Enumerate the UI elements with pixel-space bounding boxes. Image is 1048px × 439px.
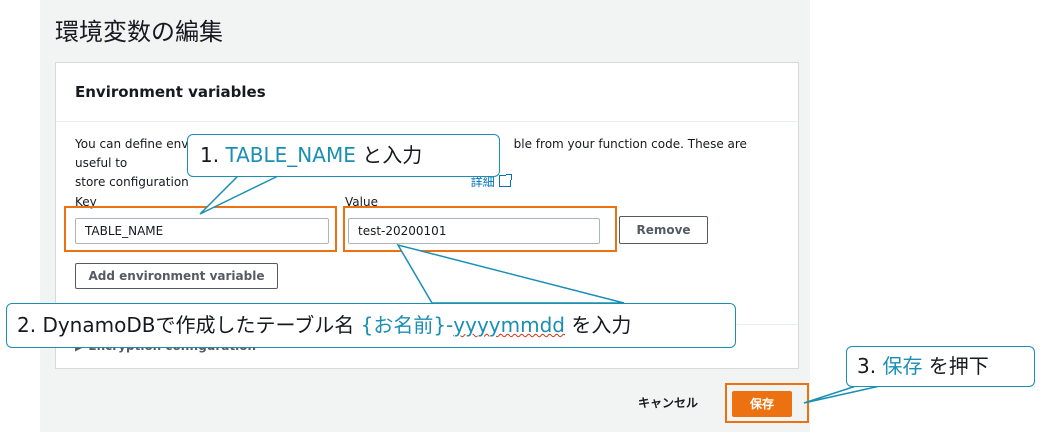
- callout-3-prefix: 3.: [857, 354, 883, 378]
- save-button[interactable]: 保存: [732, 391, 792, 417]
- value-highlight-box: [343, 206, 617, 252]
- external-link-icon: [498, 174, 512, 187]
- callout-2-accent-a: {お名前}-: [360, 313, 454, 337]
- panel-header: Environment variables: [56, 63, 798, 122]
- callout-2-accent-b: yyyymmdd: [453, 313, 565, 337]
- description-text-1b: ble from your function code. These are u…: [75, 137, 747, 170]
- callout-3-accent: 保存: [882, 354, 923, 378]
- callout-1-suffix: と入力: [355, 143, 423, 167]
- add-environment-variable-button[interactable]: Add environment variable: [75, 263, 278, 289]
- panel-title: Environment variables: [75, 83, 266, 101]
- remove-button[interactable]: Remove: [619, 216, 708, 244]
- key-input[interactable]: TABLE_NAME: [75, 218, 329, 244]
- value-label: Value: [345, 195, 378, 209]
- description-text-2a: store configuration: [75, 175, 189, 189]
- callout-2: 2. DynamoDBで作成したテーブル名 {お名前}-yyyymmdd を入力: [6, 303, 736, 348]
- value-input[interactable]: test-20200101: [348, 218, 600, 244]
- callout-2-suffix: を入力: [564, 313, 632, 337]
- callout-3-suffix: を押下: [922, 354, 989, 378]
- callout-3: 3. 保存 を押下: [846, 346, 1035, 387]
- callout-1: 1. TABLE_NAME と入力: [187, 134, 500, 177]
- description-line-2: store configuration 詳細: [75, 173, 787, 192]
- callout-1-prefix: 1.: [200, 143, 226, 167]
- key-label: Key: [75, 195, 97, 209]
- save-highlight-box: [725, 383, 809, 423]
- callout-1-accent: TABLE_NAME: [225, 143, 356, 167]
- callout-3-pointer: [803, 385, 881, 404]
- callout-1-pointer: [199, 175, 279, 215]
- learn-more-link[interactable]: 詳細: [470, 175, 495, 189]
- cancel-button[interactable]: キャンセル: [638, 396, 699, 410]
- callout-2-prefix: 2. DynamoDBで作成したテーブル名: [17, 313, 361, 337]
- callout-2-pointer: [396, 243, 625, 304]
- description-text-1a: You can define envi: [75, 137, 192, 151]
- page-title: 環境変数の編集: [55, 18, 223, 46]
- key-highlight-box: [64, 206, 337, 252]
